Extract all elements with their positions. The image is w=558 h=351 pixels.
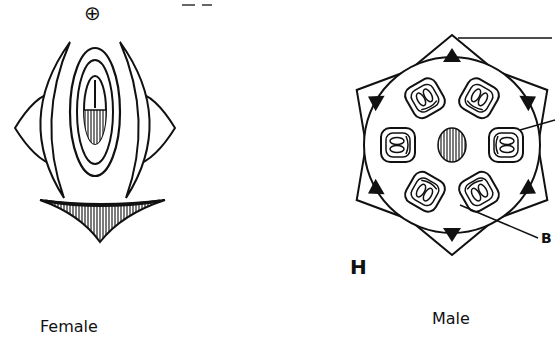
callout-letter: B <box>541 231 552 246</box>
female-floral-diagram <box>15 5 212 242</box>
diagram-caption: Male <box>432 310 470 328</box>
diagram-caption: Female <box>40 318 98 336</box>
callout-letter: H <box>350 256 367 278</box>
symmetry-symbol: ⊕ <box>84 2 101 24</box>
male-floral-diagram <box>357 35 555 255</box>
